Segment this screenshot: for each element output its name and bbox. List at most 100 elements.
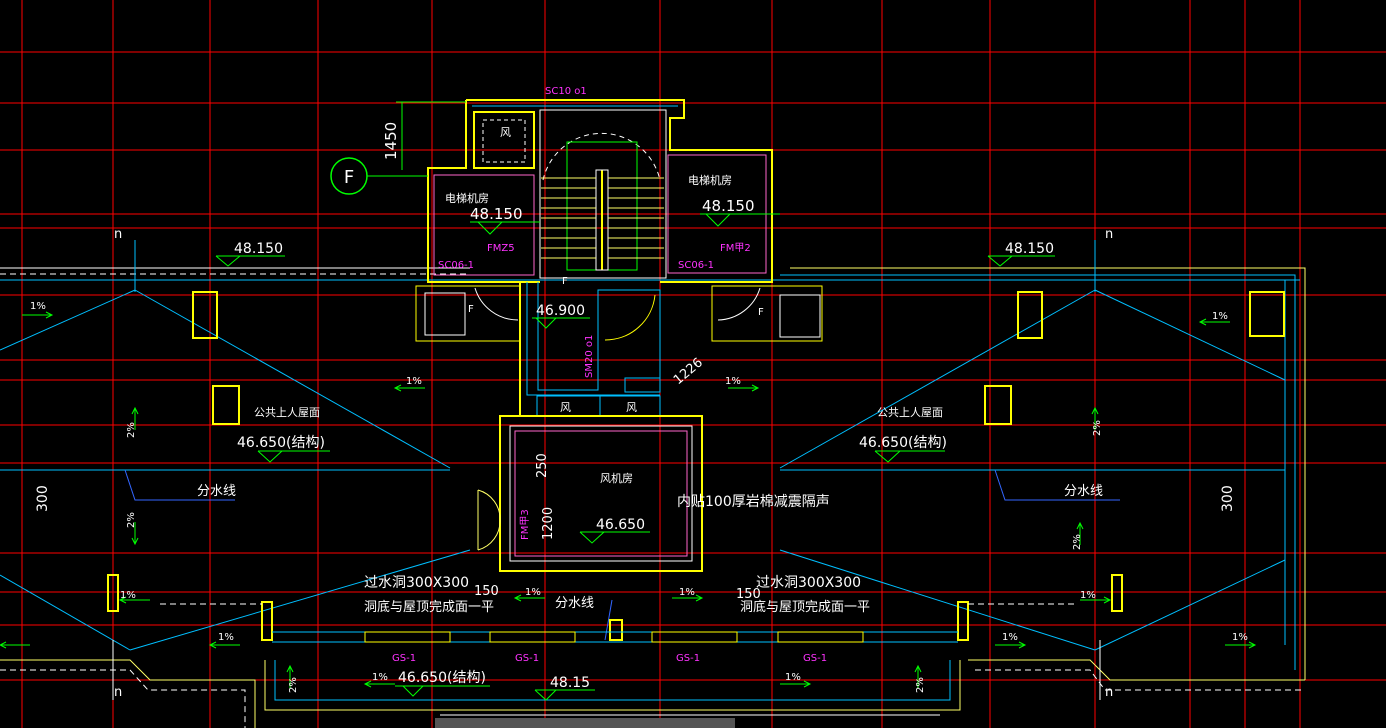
mark-f-1: F xyxy=(562,276,568,287)
slope-arrow xyxy=(914,664,922,688)
slope-arrow xyxy=(995,641,1027,649)
dimension-300-right: 300 xyxy=(1220,485,1236,512)
slope-label: 2% xyxy=(1072,534,1083,550)
drain-hole-left: 过水洞300X300 xyxy=(364,575,469,591)
slope-label: 1% xyxy=(1232,632,1248,643)
fan-room-elevation: 46.650 xyxy=(596,517,645,533)
slope-label: 1% xyxy=(372,672,388,683)
slope-arrow xyxy=(1076,521,1084,545)
ridge-right-label: 分水线 xyxy=(1064,484,1103,499)
slope-label: 1% xyxy=(679,587,695,598)
stair-landing-elevation: 46.900 xyxy=(536,303,585,319)
mark-n-bottom-right: n xyxy=(1105,685,1113,700)
water-divide-lines xyxy=(124,469,1120,641)
fm-right-tag: FM甲2 xyxy=(720,243,751,254)
mark-n-right: n xyxy=(1105,227,1113,242)
gutter-tag: GS-1 xyxy=(392,653,416,664)
window-top-tag: SC10 o1 xyxy=(545,86,587,97)
shaft-b-label: 风 xyxy=(560,401,571,414)
slope-label: 2% xyxy=(915,677,926,693)
sc-right-tag: SC06-1 xyxy=(678,260,714,271)
core-walls xyxy=(415,99,823,572)
ridge-diagonals xyxy=(0,289,1286,651)
slope-arrow xyxy=(1091,406,1099,430)
dimension-1450: 1450 xyxy=(382,101,466,170)
ridge-center-label: 分水线 xyxy=(555,596,594,611)
sm-stair-tag: SM20 o1 xyxy=(584,335,595,378)
slope-arrow xyxy=(363,680,395,688)
slope-arrows xyxy=(0,311,1257,688)
gutter-tag: GS-1 xyxy=(803,653,827,664)
right-room-elevation: 48.150 xyxy=(702,197,755,215)
room-labels: SC10 o1 风 电梯机房 电梯机房 48.150 48.150 48.150… xyxy=(35,86,1236,691)
slope-label: 1% xyxy=(525,587,541,598)
left-room-elevation: 48.150 xyxy=(470,205,523,223)
dimension-1200: 1200 xyxy=(541,507,556,540)
slope-label: 1% xyxy=(406,376,422,387)
slope-arrow xyxy=(780,680,812,688)
slope-arrow xyxy=(131,522,139,546)
left-roof-elevation: 48.150 xyxy=(234,241,283,257)
slope-label: 1% xyxy=(218,632,234,643)
elevation-symbols xyxy=(215,213,1055,701)
left-machine-room-label: 电梯机房 xyxy=(445,191,489,205)
shaft-a-label: 风 xyxy=(500,126,511,139)
slope-arrow xyxy=(286,664,294,688)
section-marks: n n n n F F F xyxy=(112,227,1113,700)
sc-left-tag: SC06-1 xyxy=(438,260,474,271)
gutter-tag: GS-1 xyxy=(515,653,539,664)
dimension-150-left: 150 xyxy=(474,584,499,599)
gutter-tags: GS-1 GS-1 GS-1 GS-1 xyxy=(392,653,827,664)
slope-label: 1% xyxy=(785,672,801,683)
slope-arrow xyxy=(672,594,704,602)
fm-left-tag: FMZ5 xyxy=(487,243,515,254)
shaft-c-label: 风 xyxy=(626,401,637,414)
ridge-left-label: 分水线 xyxy=(197,484,236,499)
axis-bubble-f[interactable]: F xyxy=(330,157,428,195)
slope-labels: 1% 1% 1% 1% 1% 1% 1% 1% 1% 1% 1% 1% 1% 2… xyxy=(30,301,1248,693)
drain-hole-left-note: 洞底与屋顶完成面一平 xyxy=(364,599,494,615)
slope-label: 2% xyxy=(288,677,299,693)
slope-arrow xyxy=(513,594,545,602)
slope-arrow xyxy=(1225,641,1257,649)
slope-label: 1% xyxy=(1080,590,1096,601)
vent-shafts xyxy=(107,291,1285,641)
slope-label: 2% xyxy=(1092,420,1103,436)
slope-label: 2% xyxy=(126,512,137,528)
axis-bubble-label: F xyxy=(344,167,354,188)
bottom-right-elevation: 48.15 xyxy=(550,675,590,691)
insulation-note: 内贴100厚岩棉减震隔声 xyxy=(677,493,830,510)
slope-arrow xyxy=(131,406,139,430)
slope-arrow xyxy=(0,641,30,649)
gutter-tag: GS-1 xyxy=(676,653,700,664)
mark-n-left: n xyxy=(114,227,122,242)
drain-hole-right: 过水洞300X300 xyxy=(756,575,861,591)
public-roof-left-label: 公共上人屋面 xyxy=(254,406,320,419)
slope-arrow xyxy=(1198,318,1230,326)
fm-fan-tag: FM甲3 xyxy=(520,509,531,540)
slope-arrow xyxy=(728,384,760,392)
right-machine-room-label: 电梯机房 xyxy=(688,173,732,187)
mark-f-3: F xyxy=(758,307,764,318)
slope-label: 2% xyxy=(126,422,137,438)
public-roof-right-label: 公共上人屋面 xyxy=(877,406,943,419)
right-roof-elevation: 48.150 xyxy=(1005,241,1054,257)
drain-hole-right-note: 洞底与屋顶完成面一平 xyxy=(740,599,870,615)
bottom-struct-elevation: 46.650(结构) xyxy=(398,670,486,686)
roof-outline xyxy=(0,267,1306,728)
slope-arrow xyxy=(393,384,425,392)
dimension-1450-text: 1450 xyxy=(382,122,400,160)
dimension-250: 250 xyxy=(535,453,550,478)
fan-room-label: 风机房 xyxy=(600,471,633,485)
gutter-bars xyxy=(160,603,1075,643)
slope-label: 1% xyxy=(120,590,136,601)
slope-arrow xyxy=(118,596,150,604)
left-roof-struct-elevation: 46.650(结构) xyxy=(237,435,325,451)
dimension-300-left: 300 xyxy=(35,485,51,512)
slope-label: 1% xyxy=(1212,311,1228,322)
mark-f-2: F xyxy=(468,304,474,315)
slope-arrow xyxy=(1080,596,1112,604)
slope-label: 1% xyxy=(30,301,46,312)
